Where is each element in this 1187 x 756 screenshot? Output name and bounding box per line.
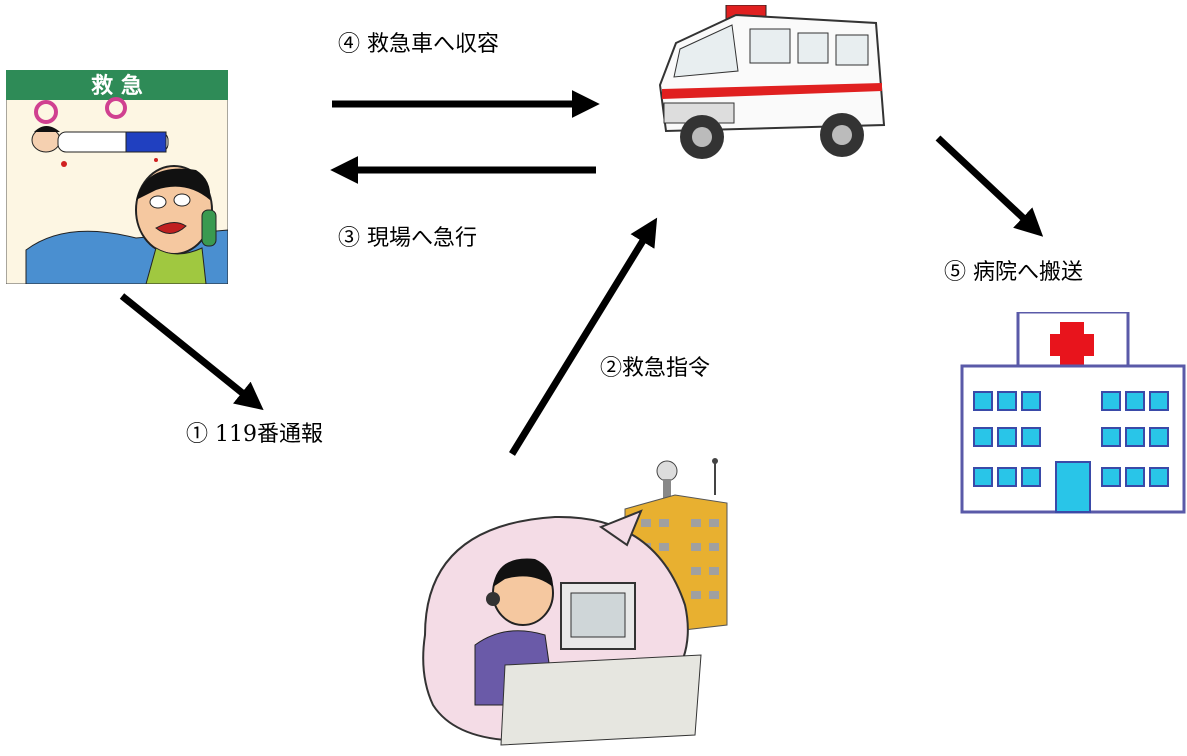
step2-label: ②救急指令 <box>600 356 711 381</box>
step4-label: ④ 救急車へ収容 <box>338 32 499 57</box>
arrow-step1 <box>119 293 264 411</box>
step1-label: ① 119番通報 <box>186 422 323 447</box>
ambulance-illustration <box>658 5 886 159</box>
banner-text: 救 急 <box>91 73 143 99</box>
step5-label: ⑤ 病院へ搬送 <box>944 260 1083 285</box>
hospital-icon <box>960 312 1186 514</box>
banner <box>6 70 228 100</box>
hospital-windows <box>973 391 1169 513</box>
emergency-scene-illustration: 救 急 <box>6 70 228 284</box>
dispatch-center-illustration <box>422 458 728 746</box>
arrow-step2 <box>509 217 658 456</box>
step3-label: ③ 現場へ急行 <box>338 226 477 251</box>
arrow-step5 <box>935 135 1044 237</box>
